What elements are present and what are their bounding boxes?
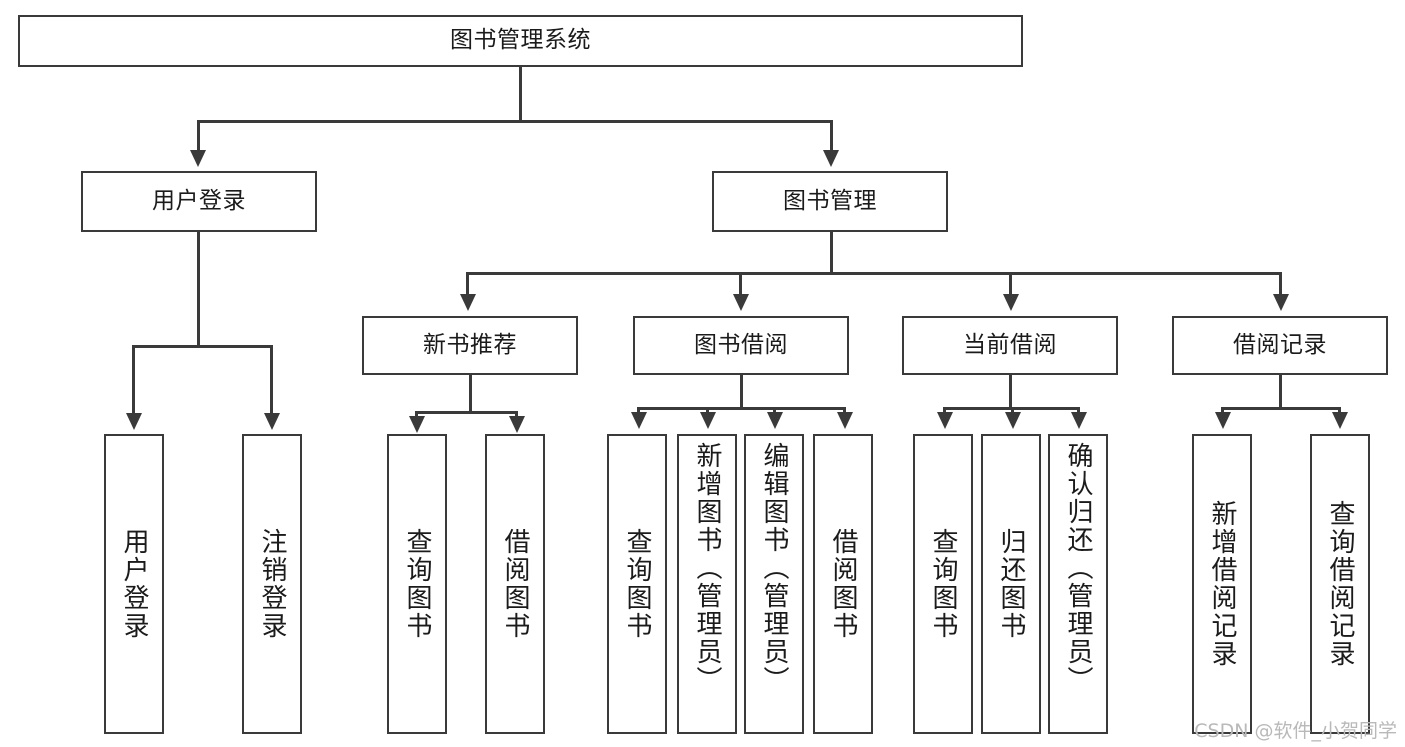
arrow-to-leaf-add-record xyxy=(1215,412,1231,429)
arrow-to-leaf-query-book-1 xyxy=(409,416,425,433)
edge-book-borrow-stem xyxy=(740,375,743,409)
node-label: 图书管理系统 xyxy=(450,27,591,54)
node-label: 用户登录 xyxy=(152,187,246,214)
edge-book-mgmt-stem xyxy=(830,232,833,274)
arrow-to-leaf-user-login xyxy=(126,413,142,430)
edge-current-borrow-drop-1 xyxy=(943,407,946,415)
leaf-query-borrow-record[interactable]: 查询借阅记录 xyxy=(1310,434,1370,734)
leaf-add-book-admin[interactable]: 新增图书（管理员） xyxy=(677,434,737,734)
node-label: 归还图书 xyxy=(996,528,1026,640)
node-label: 借阅图书 xyxy=(500,528,530,640)
leaf-query-book-recommend[interactable]: 查询图书 xyxy=(387,434,447,734)
node-label: 新增借阅记录 xyxy=(1207,500,1237,668)
edge-book-mgmt-drop-4 xyxy=(1279,272,1282,296)
arrow-to-book-borrow xyxy=(733,294,749,311)
node-current-borrow[interactable]: 当前借阅 xyxy=(902,316,1118,375)
node-new-book-recommend[interactable]: 新书推荐 xyxy=(362,316,578,375)
leaf-query-book-borrow[interactable]: 查询图书 xyxy=(607,434,667,734)
node-label: 查询借阅记录 xyxy=(1325,500,1355,668)
node-root-system[interactable]: 图书管理系统 xyxy=(18,15,1023,67)
leaf-return-book[interactable]: 归还图书 xyxy=(981,434,1041,734)
leaf-add-borrow-record[interactable]: 新增借阅记录 xyxy=(1192,434,1252,734)
edge-root-to-user-login xyxy=(197,120,200,152)
arrow-to-user-login xyxy=(190,150,206,167)
node-label: 图书管理 xyxy=(783,187,877,214)
arrow-to-book-mgmt xyxy=(823,150,839,167)
leaf-confirm-return-admin[interactable]: 确认归还（管理员） xyxy=(1048,434,1108,734)
node-label: 新增图书（管理员） xyxy=(692,442,722,694)
edge-borrow-records-drop-1 xyxy=(1221,407,1224,415)
arrow-to-leaf-borrow-book-2 xyxy=(837,412,853,429)
edge-user-login-bus xyxy=(132,345,272,348)
arrow-to-leaf-edit-book xyxy=(767,412,783,429)
edge-book-mgmt-drop-2 xyxy=(739,272,742,296)
edge-user-login-drop-1 xyxy=(132,345,135,415)
leaf-query-book-current[interactable]: 查询图书 xyxy=(913,434,973,734)
edge-book-borrow-drop-4 xyxy=(843,407,846,415)
arrow-to-leaf-query-book-3 xyxy=(937,412,953,429)
arrow-to-leaf-confirm-return xyxy=(1071,412,1087,429)
edge-borrow-records-stem xyxy=(1279,375,1282,409)
leaf-borrow-book[interactable]: 借阅图书 xyxy=(813,434,873,734)
arrow-to-leaf-return-book xyxy=(1005,412,1021,429)
edge-current-borrow-drop-2 xyxy=(1011,407,1014,415)
edge-current-borrow-drop-3 xyxy=(1077,407,1080,415)
node-label: 当前借阅 xyxy=(963,331,1057,358)
node-label: 借阅图书 xyxy=(828,528,858,640)
node-label: 借阅记录 xyxy=(1233,331,1327,358)
node-label: 注销登录 xyxy=(257,528,287,640)
arrow-to-leaf-logout xyxy=(264,413,280,430)
node-book-management[interactable]: 图书管理 xyxy=(712,171,948,232)
arrow-to-new-book-recommend xyxy=(460,294,476,311)
node-label: 新书推荐 xyxy=(423,331,517,358)
edge-book-borrow-bus xyxy=(637,407,845,410)
edge-book-mgmt-drop-3 xyxy=(1009,272,1012,296)
edge-root-to-book-mgmt xyxy=(830,120,833,152)
watermark-text: CSDN @软件_小贺同学 xyxy=(1194,720,1397,742)
leaf-edit-book-admin[interactable]: 编辑图书（管理员） xyxy=(744,434,804,734)
arrow-to-current-borrow xyxy=(1003,294,1019,311)
node-label: 编辑图书（管理员） xyxy=(759,442,789,694)
edge-book-mgmt-drop-1 xyxy=(466,272,469,296)
edge-user-login-stem xyxy=(197,232,200,347)
edge-borrow-records-bus xyxy=(1221,407,1340,410)
arrow-to-leaf-query-book-2 xyxy=(631,412,647,429)
edge-new-book-drop-1 xyxy=(415,411,418,419)
edge-book-borrow-drop-2 xyxy=(706,407,709,415)
edge-book-borrow-drop-1 xyxy=(637,407,640,415)
arrow-to-leaf-query-record xyxy=(1332,412,1348,429)
node-borrow-records[interactable]: 借阅记录 xyxy=(1172,316,1388,375)
arrow-to-leaf-borrow-book-1 xyxy=(509,416,525,433)
node-label: 查询图书 xyxy=(402,528,432,640)
node-label: 确认归还（管理员） xyxy=(1063,442,1093,694)
leaf-user-login[interactable]: 用户登录 xyxy=(104,434,164,734)
arrow-to-borrow-records xyxy=(1273,294,1289,311)
node-user-login[interactable]: 用户登录 xyxy=(81,171,317,232)
edge-book-mgmt-bus xyxy=(466,272,1280,275)
node-label: 查询图书 xyxy=(928,528,958,640)
edge-root-bus xyxy=(197,120,832,123)
node-book-borrow[interactable]: 图书借阅 xyxy=(633,316,849,375)
edge-new-book-stem xyxy=(469,375,472,413)
node-label: 查询图书 xyxy=(622,528,652,640)
edge-borrow-records-drop-2 xyxy=(1338,407,1341,415)
arrow-to-leaf-add-book xyxy=(700,412,716,429)
edge-user-login-drop-2 xyxy=(270,345,273,415)
leaf-logout[interactable]: 注销登录 xyxy=(242,434,302,734)
edge-current-borrow-stem xyxy=(1009,375,1012,409)
leaf-borrow-book-recommend[interactable]: 借阅图书 xyxy=(485,434,545,734)
edge-root-stem xyxy=(519,67,522,120)
node-label: 用户登录 xyxy=(119,528,149,640)
edge-current-borrow-bus xyxy=(943,407,1077,410)
node-label: 图书借阅 xyxy=(694,331,788,358)
edge-new-book-bus xyxy=(415,411,517,414)
edge-new-book-drop-2 xyxy=(515,411,518,419)
edge-book-borrow-drop-3 xyxy=(773,407,776,415)
